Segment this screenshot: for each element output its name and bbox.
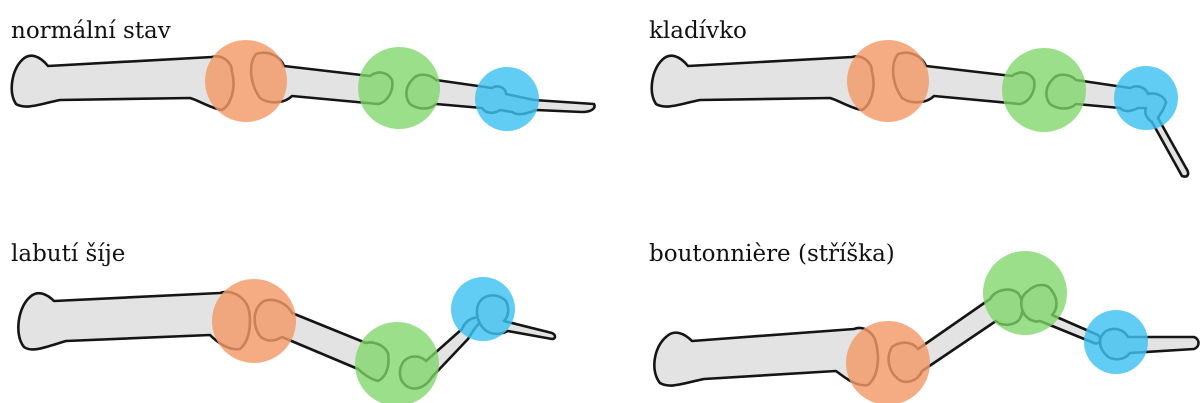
proximal-phalanx [654,328,878,386]
panel-mallet: kladívko [600,0,1200,201]
dip-joint-circle [1084,310,1148,374]
mcp-joint-circle [212,279,296,363]
pip-joint-circle [355,322,439,403]
mcp-joint-circle [846,321,930,403]
pip-joint-circle [1002,48,1086,132]
dip-joint-circle [1114,66,1178,130]
panel-swan-neck: labutí šíje [0,201,600,402]
finger-diagram [0,201,600,402]
panel-normal: normální stav [0,0,600,201]
finger-diagram [600,0,1200,201]
panel-boutonniere: boutonnière (stříška) [600,201,1200,402]
dip-joint-circle [451,277,515,341]
proximal-phalanx [652,56,874,110]
mcp-joint-circle [205,40,287,122]
pip-joint-circle [358,47,440,129]
finger-diagram [600,201,1200,402]
proximal-phalanx [12,56,234,110]
mcp-joint-circle [847,40,929,122]
dip-joint-circle [475,67,539,131]
pip-joint-circle [983,251,1067,335]
finger-diagram [0,0,600,201]
